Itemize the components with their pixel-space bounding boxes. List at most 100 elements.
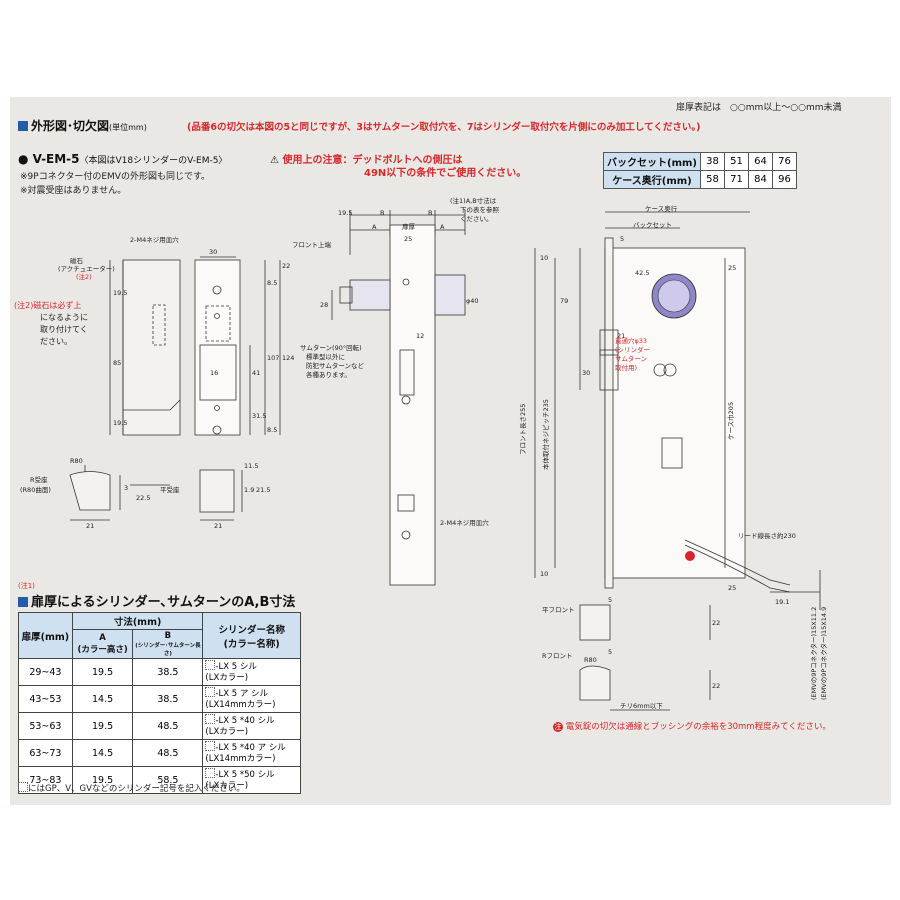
through-hole-label: 貫通穴φ33 bbox=[615, 336, 647, 345]
blank-box-icon bbox=[205, 660, 216, 670]
flat-strike-label: 平受座 bbox=[160, 485, 180, 494]
row-label: バックセット(mm) bbox=[603, 152, 701, 171]
through-hole-label-4: 取付用) bbox=[615, 363, 637, 372]
case-depth-label: ケース奥行 bbox=[645, 204, 678, 213]
square-bullet-icon bbox=[18, 121, 28, 131]
screw-hole-label: 2-M4ネジ用皿穴 bbox=[440, 518, 489, 527]
table-row: 53~63 19.5 48.5 -LX 5 *40 シル(LXカラー) bbox=[18, 712, 301, 740]
dim: 1.9 bbox=[244, 486, 254, 494]
cylinder-section-title: 扉厚によるシリンダー､サムターンのA,B寸法 bbox=[18, 591, 295, 610]
lead-wire-label: リード線長さ約230 bbox=[738, 531, 796, 540]
note2-line2: になるように bbox=[40, 313, 88, 322]
dim: 22.5 bbox=[136, 494, 150, 502]
r-strike-label-2: (R80曲面) bbox=[20, 485, 51, 494]
cell-cylinder-name: -LX 5 *40 ア シル(LX14mmカラー) bbox=[202, 739, 301, 767]
cell-a: 19.5 bbox=[71, 766, 134, 794]
dim: 5 bbox=[608, 648, 612, 656]
front-top-label: フロント上端 bbox=[292, 240, 332, 249]
table-header-row: A(カラー高さ) B(シリンダー･サムターン長さ) bbox=[19, 629, 301, 659]
section-title: 外形図･切欠図(単位mm) bbox=[18, 117, 147, 134]
dim: 22 bbox=[712, 619, 720, 627]
cell-b: 38.5 bbox=[132, 685, 204, 713]
cell-b: 48.5 bbox=[132, 739, 204, 767]
strike-side-profile bbox=[122, 259, 181, 436]
dim: 8.5 bbox=[267, 426, 277, 434]
cutout-note: 注 電気錠の切欠は通線とブッシングの余裕を30mm程度みてください。 bbox=[553, 722, 831, 732]
dim: 19.5 bbox=[113, 419, 127, 427]
dim: 10 bbox=[540, 570, 548, 578]
table-header-row: 扉厚(mm) 寸法(mm) シリンダー名称(カラー名称) bbox=[18, 612, 301, 659]
dim: 8.5 bbox=[267, 279, 277, 287]
body-pitch-label: 本体取付ネジピッチ235 bbox=[541, 399, 550, 470]
dim: 22 bbox=[712, 682, 720, 690]
warning-dot-icon bbox=[685, 551, 695, 561]
cell-b: 48.5 bbox=[132, 712, 204, 740]
dim: A bbox=[372, 223, 377, 231]
blank-box-icon bbox=[205, 768, 216, 778]
table-cell: 51 bbox=[724, 152, 749, 171]
note-badge-icon: 注 bbox=[553, 722, 563, 732]
through-hole-label-3: サムターン bbox=[615, 354, 647, 363]
dim: 30 bbox=[209, 248, 217, 256]
magnet-hidden-outline bbox=[152, 304, 166, 346]
dim: 21 bbox=[86, 522, 94, 530]
table-row: 29~43 19.5 38.5 -LX 5 シル(LXカラー) bbox=[18, 658, 301, 686]
dim: 19.1 bbox=[775, 598, 789, 606]
dim: φ40 bbox=[466, 297, 479, 305]
table-cell: 96 bbox=[772, 170, 797, 189]
square-bullet-icon bbox=[18, 597, 28, 607]
cylinder-collar-right bbox=[434, 274, 466, 316]
note2-line1: (注2)磁石は必ず上 bbox=[14, 300, 81, 310]
dim: 21 bbox=[214, 522, 222, 530]
dim: 85 bbox=[113, 359, 121, 367]
thumbturn-label-4: 各種あります。 bbox=[306, 370, 351, 379]
note1-line3: ください。 bbox=[460, 215, 493, 223]
bolt-opening bbox=[399, 349, 415, 396]
thickness-note: 扉厚表記は ○○mm以上～○○mm未満 bbox=[676, 103, 842, 113]
dim: 3 bbox=[124, 484, 128, 492]
table-row: バックセット(mm) 38 51 64 76 bbox=[603, 152, 797, 171]
magnet-note-ref: (注2) bbox=[76, 272, 92, 281]
screw-hole bbox=[212, 285, 222, 295]
cell-cylinder-name: -LX 5 シル(LXカラー) bbox=[202, 658, 301, 686]
thumbturn-label-3: 防犯サムターンなど bbox=[306, 361, 365, 370]
table-row: 73~83 19.5 58.5 -LX 5 *50 シル(LXカラー) bbox=[18, 766, 301, 794]
dim: 25 bbox=[728, 264, 736, 272]
dim: 11.5 bbox=[244, 462, 258, 470]
front-length-label: フロント長さ255 bbox=[519, 404, 527, 455]
cell-a: 19.5 bbox=[71, 658, 134, 686]
caution-note-line2: 49N以下の条件でご使用ください。 bbox=[364, 168, 527, 179]
note1-line1: (注1)A,B寸法は bbox=[450, 196, 497, 205]
r-strike-label: R受座 bbox=[30, 475, 48, 484]
cell-a: 14.5 bbox=[71, 739, 134, 767]
blank-box-icon bbox=[205, 714, 216, 724]
thumbturn-label-2: 標準型以外に bbox=[306, 352, 345, 361]
magnet-label: 磁石 bbox=[70, 256, 84, 265]
dim: 25 bbox=[728, 584, 736, 592]
dim: 30 bbox=[582, 369, 590, 377]
dim: 5 bbox=[620, 235, 624, 243]
red-note: (品番6の切欠は本図の5と同じですが、3はサムターン取付穴を、7はシリンダー取付… bbox=[187, 122, 701, 133]
lock-case-drawing: ケース奥行 バックセット 5 42.5 25 10 79 21 貫通穴φ33 (… bbox=[519, 204, 828, 711]
cell-a: 14.5 bbox=[71, 685, 134, 713]
note2-line3: 取り付けてく bbox=[40, 324, 88, 334]
dim: 19.5 bbox=[338, 209, 352, 217]
screw-hole-label: 2-M4ネジ用皿穴 bbox=[130, 235, 179, 244]
strike-plate-drawing: 2-M4ネジ用皿穴 磁石 (アクチュエーター) (注2) (注2)磁石は必ず上 … bbox=[14, 235, 294, 530]
note-seismic: ※対震受座はありません。 bbox=[20, 186, 127, 196]
dim: 42.5 bbox=[635, 269, 649, 277]
dim: 22 bbox=[282, 262, 290, 270]
r-strike-profile bbox=[69, 471, 111, 511]
dim: 79 bbox=[560, 297, 568, 305]
r-front-label: Rフロント bbox=[542, 652, 573, 660]
cell-thickness: 43~53 bbox=[18, 685, 73, 713]
dim: 扉厚 bbox=[402, 222, 416, 231]
dim: 107 bbox=[267, 354, 279, 362]
cell-b: 38.5 bbox=[132, 658, 204, 686]
chiri-label: チリ6mm以下 bbox=[620, 702, 663, 710]
header-thickness: 扉厚(mm) bbox=[18, 612, 73, 659]
dim: 10 bbox=[540, 254, 548, 262]
dim: 21.5 bbox=[256, 486, 270, 494]
model-heading: ● V-EM-5〈本図はV18シリンダーのV-EM-5〉 bbox=[18, 152, 228, 166]
table-row: ケース奥行(mm) 58 71 84 96 bbox=[603, 170, 797, 189]
